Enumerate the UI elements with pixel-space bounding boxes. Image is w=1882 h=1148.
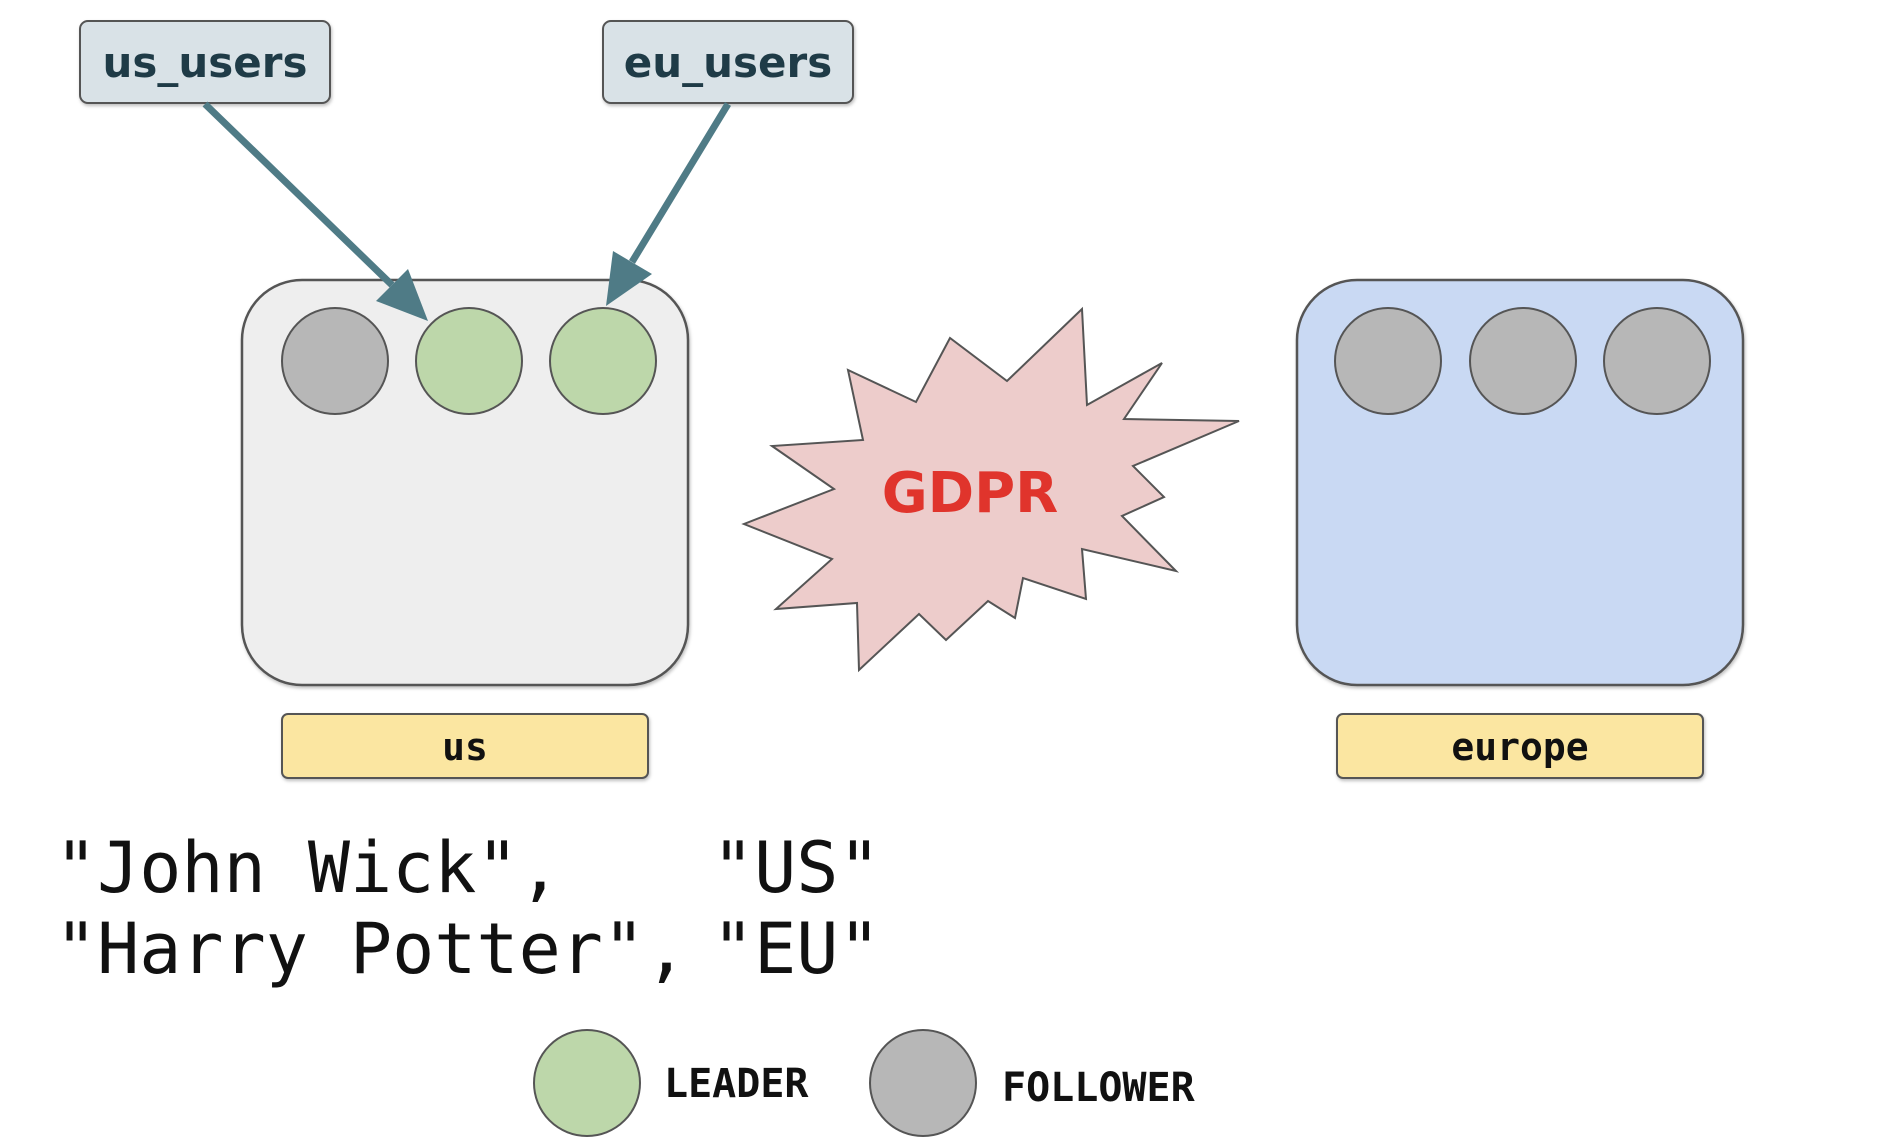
region-label-europe: europe (1336, 713, 1704, 779)
legend-item-follower: FOLLOWER (869, 1029, 1196, 1137)
legend-item-leader: LEADER (533, 1029, 809, 1137)
burst-shape (741, 306, 1240, 673)
region-label-text: us (442, 725, 488, 769)
legend-label: LEADER (664, 1061, 809, 1107)
row-name: "John Wick", (55, 827, 561, 909)
burst-label: GDPR (882, 461, 1059, 526)
row-name: "Harry Potter", (55, 908, 687, 990)
legend-label: FOLLOWER (1002, 1065, 1196, 1111)
region-label-us: us (281, 713, 649, 779)
replica-node (1603, 307, 1711, 415)
data-rows: "John Wick", "US" "Harry Potter", "EU" (55, 827, 881, 990)
table-label: us_users (103, 38, 308, 87)
row-region: "EU" (712, 908, 881, 990)
region-us (240, 278, 690, 687)
region-label-text: europe (1451, 725, 1588, 769)
follower-swatch (869, 1029, 977, 1137)
replica-node (1469, 307, 1577, 415)
arrow-us-users-to-leader (202, 101, 428, 321)
replica-node (415, 307, 523, 415)
gdpr-burst: GDPR (741, 306, 1240, 673)
replica-node (1334, 307, 1442, 415)
region-europe (1295, 278, 1745, 687)
table-box-us-users: us_users (79, 20, 331, 104)
table-box-eu-users: eu_users (602, 20, 854, 104)
legend: LEADER FOLLOWER (533, 1029, 1196, 1137)
leader-swatch (533, 1029, 641, 1137)
row-region: "US" (712, 827, 881, 909)
replica-node (549, 307, 657, 415)
replica-node (281, 307, 389, 415)
table-label: eu_users (624, 38, 832, 87)
arrow-eu-users-to-leader (606, 102, 731, 306)
